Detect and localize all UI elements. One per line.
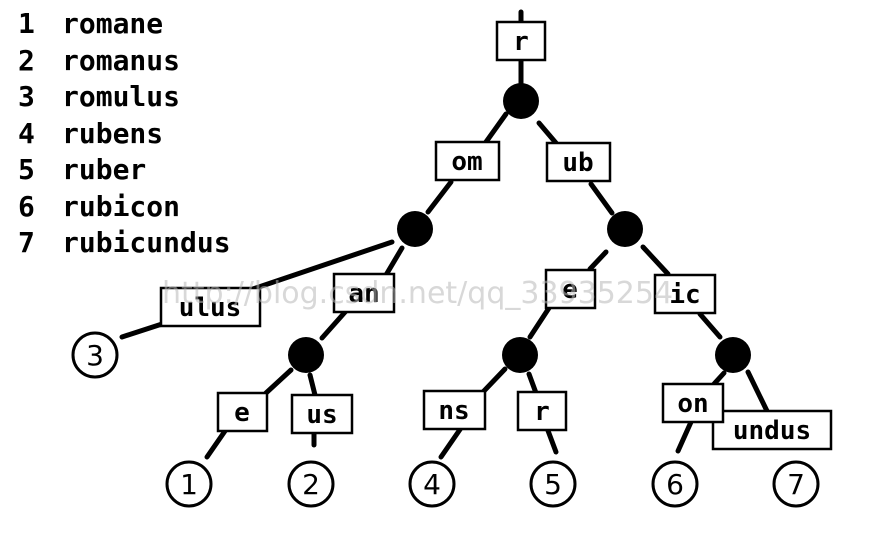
edge-label-on: on	[661, 382, 725, 424]
word-text: romanus	[62, 43, 181, 77]
leaf-number: 7	[787, 468, 805, 501]
word-item-4: 4 rubens	[18, 116, 231, 153]
edge-ulus-3	[119, 321, 165, 340]
leaf-2: 2	[287, 460, 335, 508]
edge-C-e	[263, 367, 294, 396]
edge-C-us	[307, 372, 318, 398]
edge-label-text: ub	[562, 148, 593, 178]
leaf-nodes: 3 1 2 4 5 6 7	[71, 331, 820, 508]
leaf-number: 2	[302, 468, 320, 501]
leaf-3: 3	[71, 331, 119, 379]
word-number: 5	[18, 153, 35, 186]
edge-label-text: ns	[438, 396, 469, 426]
leaf-5: 5	[529, 460, 577, 508]
word-number: 2	[18, 43, 35, 77]
watermark-text: http://blog.csdn.net/qq_33935254	[162, 276, 673, 311]
leaf-1: 1	[165, 460, 213, 508]
internal-node-root	[503, 83, 539, 119]
internal-node-rom	[397, 211, 433, 247]
edge-label-us: us	[290, 393, 354, 435]
word-list: 1 romane 2 romanus 3 romulus 4 rubens 5 ruber…	[18, 6, 231, 262]
edge-label-text: an	[348, 279, 379, 309]
word-number: 3	[18, 80, 35, 113]
leaf-number: 6	[666, 468, 684, 501]
tree-edges	[119, 9, 770, 460]
edge-label-e-right: e	[544, 268, 597, 310]
edge-root-om	[483, 111, 509, 145]
leaf-4: 4	[408, 460, 456, 508]
edge-label-r-lower: r	[516, 390, 568, 432]
edge-an-C	[319, 308, 349, 341]
edge-label-an: an	[332, 272, 396, 314]
edge-e-D	[527, 305, 552, 340]
edge-E-undus	[745, 369, 770, 414]
edge-label-r: r	[495, 20, 547, 62]
edge-A-an	[383, 245, 405, 278]
edge-label-text: e	[234, 398, 250, 428]
word-text: rubicundus	[62, 226, 231, 259]
leaf-number: 4	[423, 468, 441, 501]
word-text: rubens	[62, 116, 164, 150]
word-text: rubicon	[62, 189, 181, 223]
edge-label-text: om	[451, 147, 482, 177]
edge-ic-E	[697, 311, 723, 340]
word-item-7: 7 rubicundus	[18, 225, 231, 262]
word-text: romane	[62, 7, 164, 40]
edge-om-A	[425, 179, 454, 215]
word-number: 7	[18, 226, 35, 259]
leaf-number: 3	[86, 339, 104, 372]
edge-label-text: undus	[733, 416, 811, 446]
edge-label-text: e	[562, 275, 578, 305]
edge-D-ns	[480, 366, 508, 395]
internal-node-rubic	[715, 337, 751, 373]
tree-nodes	[288, 83, 751, 373]
word-text: ruber	[62, 153, 147, 186]
word-item-3: 3 romulus	[18, 79, 231, 116]
word-number: 4	[18, 116, 35, 150]
word-item-2: 2 romanus	[18, 43, 231, 80]
leaf-number: 5	[544, 468, 562, 501]
internal-node-rub	[607, 211, 643, 247]
edge-label-text: r	[513, 27, 529, 57]
edge-label-om: om	[434, 140, 501, 182]
leaf-7: 7	[772, 460, 820, 508]
edge-label-ub: ub	[545, 141, 612, 183]
leaf-6: 6	[651, 460, 699, 508]
edge-ns-4	[438, 425, 464, 460]
word-item-6: 6 rubicon	[18, 189, 231, 226]
edge-label-text: ulus	[179, 293, 242, 323]
edge-label-text: on	[677, 389, 708, 419]
edge-labels: r om ub ulus an e ic e	[159, 20, 833, 451]
leaf-number: 1	[180, 468, 198, 501]
edge-A-ulus	[244, 239, 395, 294]
edge-on-6	[675, 419, 694, 454]
edge-E-on	[711, 370, 727, 387]
internal-node-roman	[288, 337, 324, 373]
edge-B-ic	[640, 244, 671, 277]
word-item-5: 5 ruber	[18, 152, 231, 189]
edge-D-r	[526, 371, 539, 396]
edge-e-1	[204, 428, 228, 460]
edge-label-text: ic	[669, 280, 700, 310]
edge-B-e	[587, 249, 609, 272]
edge-label-undus: undus	[711, 409, 833, 451]
word-item-1: 1 romane	[18, 6, 231, 43]
internal-node-rube	[502, 337, 538, 373]
word-number: 6	[18, 189, 35, 223]
edge-label-text: us	[306, 400, 337, 430]
edge-label-e-left: e	[216, 391, 269, 433]
edge-label-ic: ic	[653, 273, 717, 315]
edge-label-ns: ns	[422, 389, 487, 431]
edge-r-5	[544, 425, 559, 455]
edge-label-text: r	[534, 397, 550, 427]
edge-root-ub	[536, 120, 559, 146]
edge-ub-B	[588, 181, 615, 216]
edge-label-ulus: ulus	[159, 286, 262, 328]
word-text: romulus	[62, 80, 181, 113]
word-number: 1	[18, 7, 35, 40]
